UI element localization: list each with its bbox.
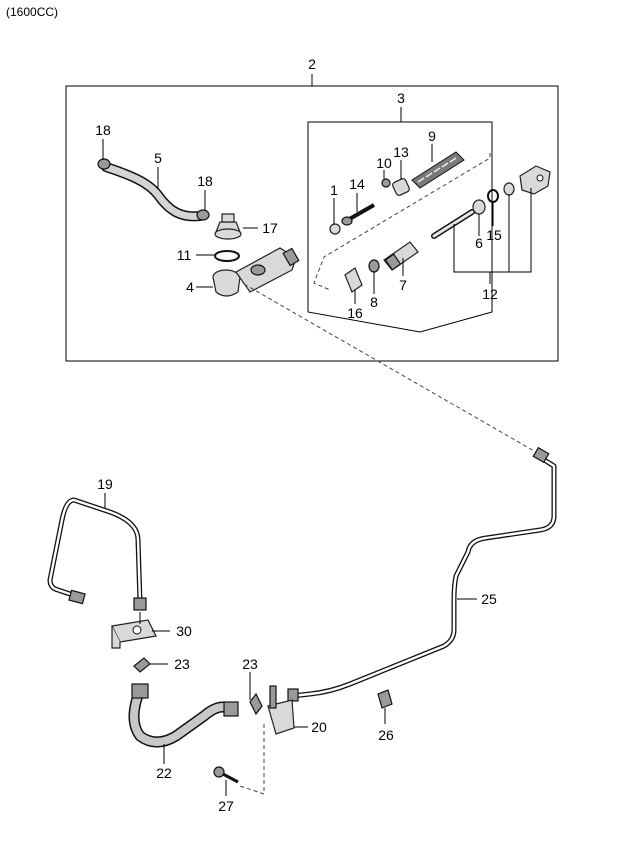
- engine-variant-caption: (1600CC): [6, 5, 59, 19]
- part-number-17: 17: [262, 220, 278, 236]
- part-number-15: 15: [486, 227, 502, 243]
- kit-part-14-pushrod: [341, 203, 375, 226]
- kit-part-16-piston: [344, 267, 363, 293]
- part-number-6: 6: [475, 235, 483, 251]
- part-number-12: 12: [482, 286, 498, 302]
- hose-clamp-lower: [196, 209, 210, 221]
- pipe-fitting-upper: [532, 446, 550, 464]
- grommet-26: [377, 689, 393, 709]
- part-number-18-lower: 18: [197, 173, 213, 189]
- kit-part-12-washer: [503, 182, 515, 196]
- part-number-20: 20: [311, 719, 327, 735]
- part-number-4: 4: [186, 279, 194, 295]
- clutch-hose-22: [128, 683, 239, 748]
- part-number-22: 22: [156, 765, 172, 781]
- repair-kit-box: [307, 121, 493, 333]
- clip-23-center: [249, 692, 263, 716]
- part-number-18: 18: [95, 122, 111, 138]
- kit-part-13-bushing: [392, 178, 410, 196]
- kit-part-1-seal: [329, 223, 341, 235]
- reservoir-cap: [214, 213, 242, 240]
- pipe-fitting-lower: [287, 688, 299, 702]
- part-number-13: 13: [393, 144, 409, 160]
- part-number-27: 27: [218, 798, 234, 814]
- master-cylinder-assembly-box: [65, 85, 559, 362]
- bolt-dashed-line: [239, 724, 265, 795]
- part-number-26: 26: [378, 727, 394, 743]
- part-number-23-center: 23: [242, 656, 258, 672]
- part-number-23: 23: [174, 656, 190, 672]
- bracket-30: [111, 619, 157, 649]
- pipe-nut-right: [133, 597, 147, 611]
- kit-part-6-washer: [472, 199, 486, 215]
- connection-dashed-line: [243, 283, 542, 456]
- clutch-pipe-25: [289, 455, 557, 699]
- hose-clamp-top: [97, 158, 111, 170]
- part-number-14: 14: [349, 176, 365, 192]
- part-number-7: 7: [399, 277, 407, 293]
- kit-part-9-boot: [411, 151, 465, 189]
- clutch-pipe-19: [47, 497, 143, 605]
- part-number-11: 11: [177, 247, 192, 263]
- part-number-30: 30: [176, 623, 192, 639]
- leader-12: [453, 188, 532, 273]
- clevis-fork: [519, 165, 551, 195]
- pipe-nut-left: [68, 589, 86, 605]
- kit-part-15-ring: [487, 189, 499, 203]
- part-number-1: 1: [330, 182, 338, 198]
- part-number-2: 2: [308, 56, 316, 72]
- o-ring: [214, 250, 240, 262]
- kit-part-10-nut: [381, 178, 391, 188]
- kit-outline-dashed: [313, 153, 491, 291]
- kit-part-12-pin: [431, 209, 475, 239]
- part-number-19: 19: [97, 476, 113, 492]
- part-number-25: 25: [481, 591, 497, 607]
- master-cylinder-body: [212, 247, 300, 297]
- clip-23-left: [133, 657, 151, 673]
- bracket-20: [267, 685, 295, 735]
- part-number-3: 3: [397, 90, 405, 106]
- part-number-16: 16: [347, 305, 363, 321]
- bolt-27: [213, 766, 239, 784]
- part-number-9: 9: [428, 128, 436, 144]
- kit-part-8-cup: [368, 259, 380, 273]
- part-number-8: 8: [370, 294, 378, 310]
- part-number-10: 10: [376, 155, 392, 171]
- part-number-5: 5: [154, 150, 162, 166]
- kit-part-7-rod: [383, 241, 419, 271]
- reservoir-hose: [101, 162, 205, 222]
